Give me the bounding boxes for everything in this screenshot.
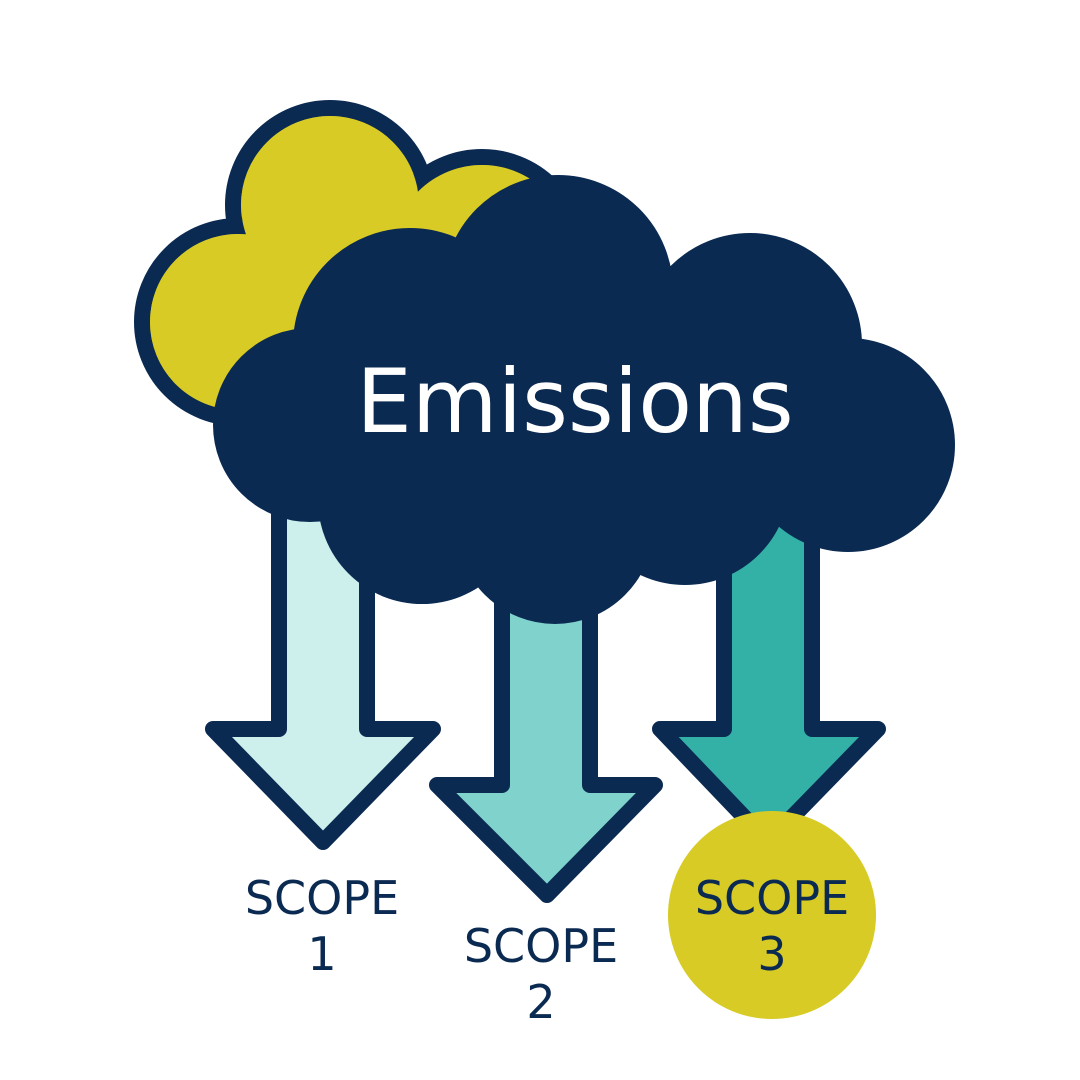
emissions-cloud	[213, 175, 955, 624]
scope-3-label: SCOPE 3	[695, 871, 849, 981]
scope-1-number: 1	[307, 927, 336, 981]
emissions-title: Emissions	[356, 350, 793, 453]
scope-3-number: 3	[757, 927, 786, 981]
scope-2-number: 2	[526, 975, 555, 1029]
scope-3-word: SCOPE	[695, 871, 849, 925]
scope-3-highlight-circle	[668, 811, 876, 1019]
scope-1-label: SCOPE 1	[245, 871, 399, 981]
scope-2-label: SCOPE 2	[464, 919, 618, 1029]
scope-2-word: SCOPE	[464, 919, 618, 973]
scope-1-word: SCOPE	[245, 871, 399, 925]
